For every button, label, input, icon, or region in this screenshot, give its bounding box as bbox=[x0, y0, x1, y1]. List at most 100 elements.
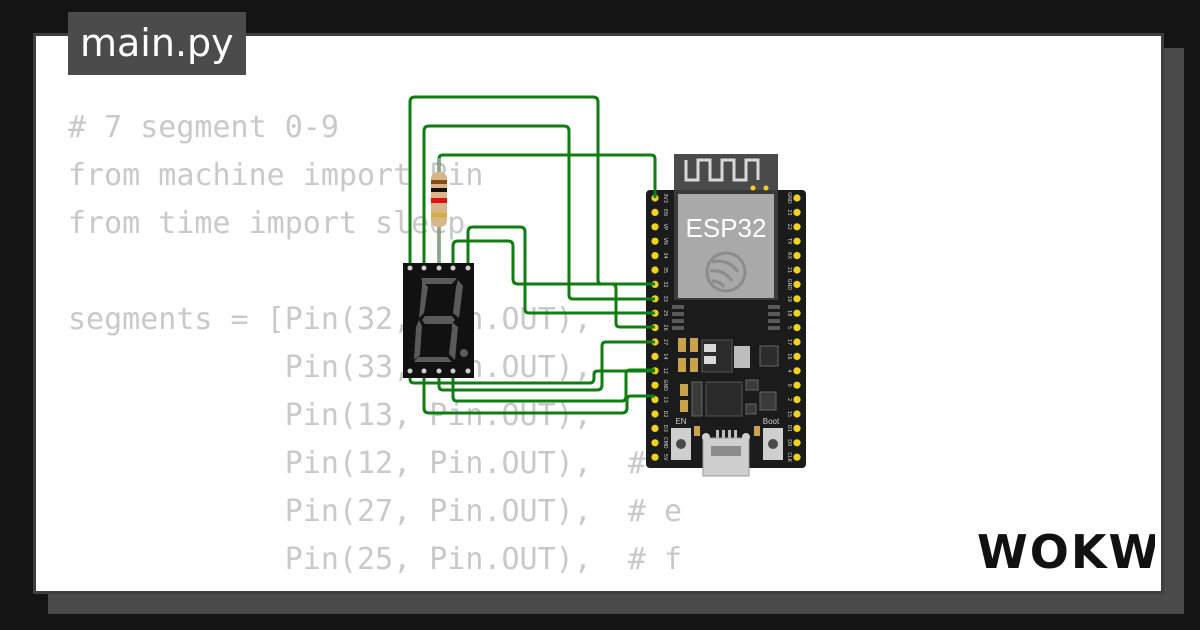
right-pin-label: CLK bbox=[786, 452, 792, 462]
left-pin[interactable] bbox=[651, 208, 659, 216]
left-pin[interactable] bbox=[651, 237, 659, 245]
logo-text: WOKWi bbox=[977, 525, 1155, 579]
antenna-trace bbox=[684, 158, 760, 182]
right-pin[interactable] bbox=[793, 338, 801, 346]
wire-14 bbox=[451, 368, 655, 403]
code-line: segments = [Pin(32, Pin.OUT), bbox=[68, 302, 592, 337]
wire-25 bbox=[466, 225, 655, 315]
right-pin[interactable] bbox=[793, 295, 801, 303]
right-pin[interactable] bbox=[793, 453, 801, 461]
left-pin[interactable] bbox=[651, 424, 659, 432]
right-pin[interactable] bbox=[793, 410, 801, 418]
en-button[interactable] bbox=[671, 428, 691, 460]
left-pin-label: 32 bbox=[662, 281, 668, 287]
wire-33 bbox=[422, 124, 655, 301]
left-pin-label: 27 bbox=[662, 339, 668, 345]
left-pin-label: CMD bbox=[662, 437, 668, 449]
esp32-board[interactable]: ESP32 bbox=[646, 154, 806, 477]
left-pin[interactable] bbox=[651, 223, 659, 231]
right-pin-label: 18 bbox=[786, 310, 792, 316]
right-pin-label: 15 bbox=[786, 411, 792, 417]
left-pin[interactable] bbox=[651, 252, 659, 260]
board-label: ESP32 bbox=[686, 213, 767, 243]
wire-3v3 bbox=[437, 153, 657, 268]
right-pin[interactable] bbox=[793, 252, 801, 260]
left-pin-label: 34 bbox=[662, 252, 668, 258]
right-pin[interactable] bbox=[793, 367, 801, 375]
right-pin[interactable] bbox=[793, 208, 801, 216]
en-label: EN bbox=[675, 417, 686, 426]
right-pin[interactable] bbox=[793, 266, 801, 274]
right-pin-label: 22 bbox=[786, 224, 792, 230]
right-pin-label: D0 bbox=[786, 439, 792, 446]
left-pin-label: 5V bbox=[662, 454, 668, 461]
left-pin-label: 25 bbox=[662, 310, 668, 316]
boot-button[interactable] bbox=[763, 428, 783, 460]
code-line: Pin(13, Pin.OUT), bbox=[68, 398, 592, 433]
left-pin-label: 12 bbox=[662, 368, 668, 374]
code-line: Pin(12, Pin.OUT), # bbox=[68, 446, 646, 481]
left-pin[interactable] bbox=[651, 453, 659, 461]
usb-port bbox=[702, 430, 750, 477]
left-pin-label: D3 bbox=[662, 425, 668, 432]
left-pin[interactable] bbox=[651, 439, 659, 447]
right-pin[interactable] bbox=[793, 396, 801, 404]
right-pin[interactable] bbox=[793, 439, 801, 447]
wire-13 bbox=[422, 371, 655, 415]
left-pin[interactable] bbox=[651, 266, 659, 274]
left-pin-label: GND bbox=[662, 379, 668, 391]
left-pin-label: VP bbox=[662, 224, 668, 230]
right-pin[interactable] bbox=[793, 237, 801, 245]
left-pin-label: EN bbox=[662, 209, 668, 216]
right-pin-label: GND bbox=[786, 192, 792, 204]
left-pin-label: 3V3 bbox=[662, 193, 668, 203]
right-pin[interactable] bbox=[793, 424, 801, 432]
right-pin-label: RX bbox=[786, 252, 792, 259]
seven-segment-display[interactable] bbox=[403, 263, 474, 378]
right-pin[interactable] bbox=[793, 352, 801, 360]
wokwi-logo: WOKWi bbox=[977, 525, 1155, 579]
wire-12 bbox=[408, 369, 655, 385]
segments bbox=[414, 278, 463, 362]
right-pin[interactable] bbox=[793, 309, 801, 317]
right-pin[interactable] bbox=[793, 194, 801, 202]
right-pin-label: GND bbox=[786, 279, 792, 291]
right-pin[interactable] bbox=[793, 280, 801, 288]
right-pin[interactable] bbox=[793, 324, 801, 332]
right-pin-label: 2 bbox=[786, 398, 792, 401]
right-pin[interactable] bbox=[793, 223, 801, 231]
code-line: # 7 segment 0-9 bbox=[68, 110, 339, 145]
wires bbox=[408, 95, 657, 415]
right-pin-label: 23 bbox=[786, 209, 792, 215]
filename-tab[interactable]: main.py bbox=[68, 12, 246, 75]
left-pin-label: 35 bbox=[662, 267, 668, 273]
boot-label: Boot bbox=[763, 417, 780, 426]
left-pin-label: 33 bbox=[662, 296, 668, 302]
left-pin[interactable] bbox=[651, 410, 659, 418]
board-components bbox=[678, 338, 779, 436]
left-pin[interactable] bbox=[651, 381, 659, 389]
right-pin-label: 17 bbox=[786, 339, 792, 345]
right-pin-label: 5 bbox=[786, 326, 792, 329]
right-pin-label: 16 bbox=[786, 353, 792, 359]
decimal-point bbox=[460, 349, 468, 357]
usb-uart-chip bbox=[705, 381, 743, 417]
wifi-module-shield bbox=[678, 194, 774, 298]
right-pin-label: 0 bbox=[786, 384, 792, 387]
left-pin-label: VN bbox=[662, 238, 668, 245]
wire-27 bbox=[437, 340, 655, 392]
espressif-logo-icon bbox=[705, 251, 747, 293]
left-pin-label: 26 bbox=[662, 324, 668, 330]
resistor[interactable] bbox=[431, 158, 447, 268]
code-line: Pin(26, Pin.OUT)] # g bbox=[68, 584, 682, 591]
left-pin-label: D2 bbox=[662, 410, 668, 417]
right-pin-label: D1 bbox=[786, 425, 792, 432]
right-pin-label: TX bbox=[786, 237, 792, 245]
right-pin[interactable] bbox=[793, 381, 801, 389]
left-pin[interactable] bbox=[651, 396, 659, 404]
left-pin-label: 14 bbox=[662, 353, 668, 359]
left-pin[interactable] bbox=[651, 352, 659, 360]
